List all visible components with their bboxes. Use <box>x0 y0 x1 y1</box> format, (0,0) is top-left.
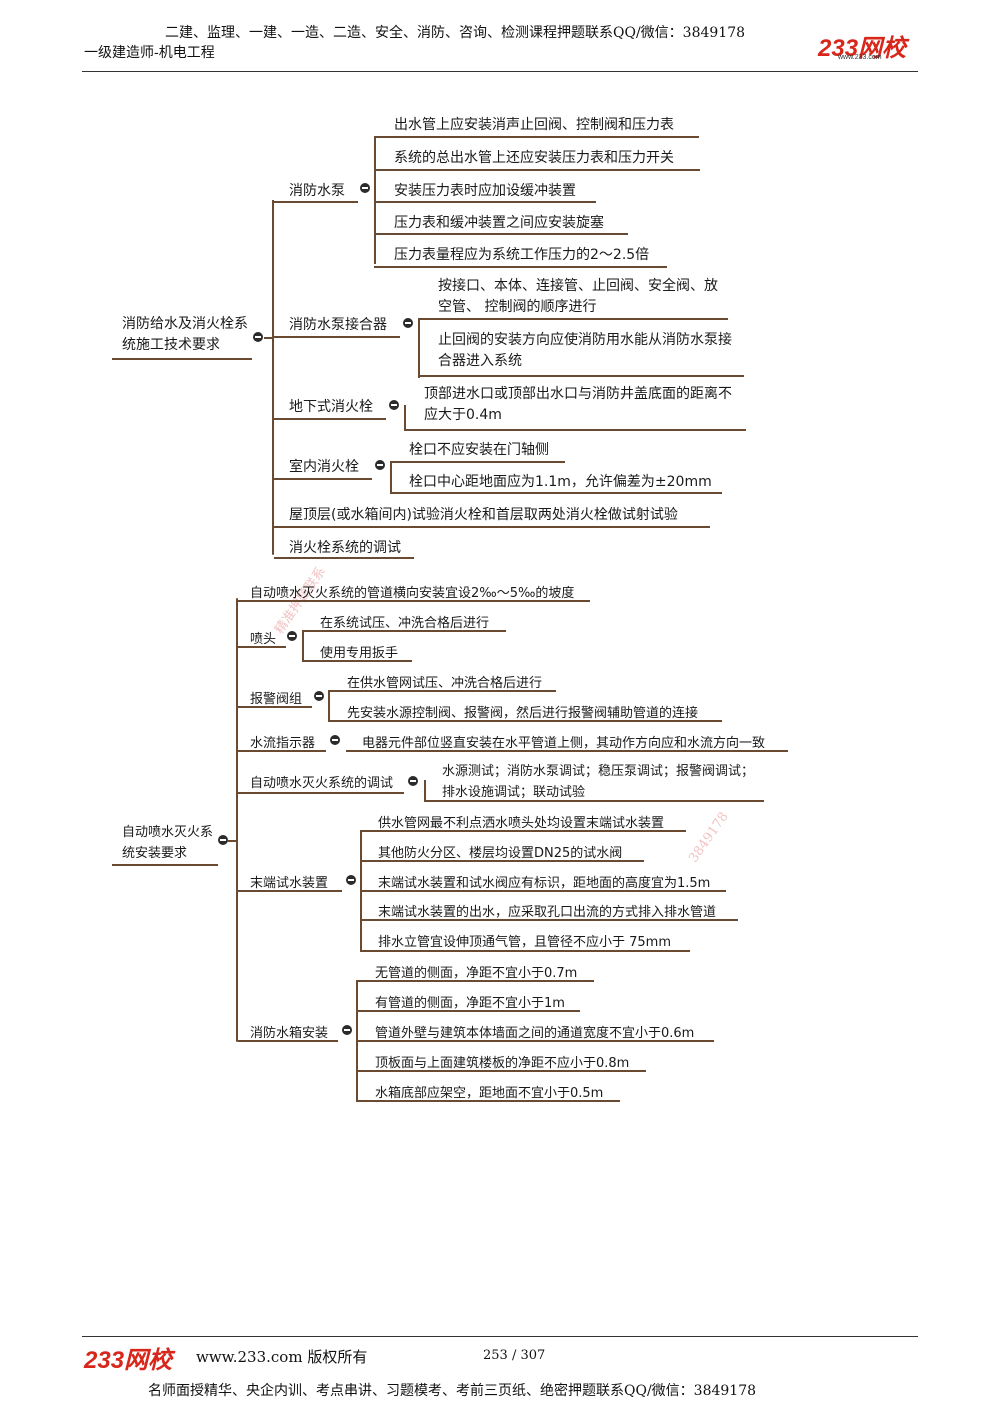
header-banner-text: 二建、监理、一建、一造、二造、安全、消防、咨询、检测课程押题联系QQ/微信：38… <box>165 25 746 41</box>
collapse-icon[interactable] <box>375 460 385 470</box>
collapse-icon[interactable] <box>389 400 399 410</box>
footer-logo: 233网校 <box>84 1347 173 1374</box>
leaf-item: 止回阀的安装方向应使消防用水能从消防水泵接合器进入系统 <box>438 332 732 369</box>
mindmap-root: 自动喷水灭火系统安装要求 <box>122 825 214 861</box>
leaf-item: 有管道的侧面，净距不宜小于1m <box>375 996 565 1011</box>
leaf-item: 在系统试压、冲洗合格后进行 <box>320 616 490 631</box>
leaf-item: 压力表和缓冲装置之间应安装旋塞 <box>394 215 604 231</box>
collapse-icon[interactable] <box>314 691 324 701</box>
branch-label: 消火栓系统的调试 <box>289 540 401 556</box>
leaf-item: 在供水管网试压、冲洗合格后进行 <box>347 676 543 691</box>
collapse-icon[interactable] <box>287 631 297 641</box>
branch-label: 室内消火栓 <box>289 459 359 475</box>
mindmap-root: 消防给水及消火栓系统施工技术要求 <box>122 316 248 353</box>
leaf-item: 出水管上应安装消声止回阀、控制阀和压力表 <box>394 117 674 133</box>
leaf-item: 无管道的侧面，净距不宜小于0.7m <box>375 966 578 981</box>
collapse-icon[interactable] <box>342 1025 352 1035</box>
footer-banner-text: 名师面授精华、央企内训、考点串讲、习题模考、考前三页纸、绝密押题联系QQ/微信：… <box>148 1383 757 1399</box>
leaf-item: 排水立管宜设伸顶通气管，且管径不应小于 75mm <box>378 935 672 950</box>
leaf-item: 顶部进水口或顶部出水口与消防井盖底面的距离不应大于0.4m <box>424 386 732 423</box>
leaf-item: 栓口不应安装在门轴侧 <box>409 442 549 458</box>
watermark: 3849178 <box>686 809 732 866</box>
leaf-item: 按接口、本体、连接管、止回阀、安全阀、放空管、 控制阀的顺序进行 <box>438 278 718 315</box>
leaf-item: 水源测试；消防水泵调试；稳压泵调试；报警阀调试；排水设施调试；联动试验 <box>442 764 755 800</box>
branch-label: 报警阀组 <box>250 692 303 707</box>
collapse-icon[interactable] <box>360 183 370 193</box>
collapse-icon[interactable] <box>218 835 228 845</box>
leaf-item: 系统的总出水管上还应安装压力表和压力开关 <box>394 150 674 166</box>
leaf-item: 先安装水源控制阀、报警阀，然后进行报警阀辅助管道的连接 <box>347 706 699 721</box>
branch-label: 地下式消火栓 <box>289 399 373 415</box>
leaf-item: 电器元件部位竖直安装在水平管道上侧，其动作方向应和水流方向一致 <box>362 736 766 751</box>
collapse-icon[interactable] <box>330 735 340 745</box>
header-logo-url: www.233.com <box>838 54 882 61</box>
leaf-item: 压力表量程应为系统工作压力的2～2.5倍 <box>394 247 650 263</box>
leaf-item: 末端试水装置和试水阀应有标识，距地面的高度宜为1.5m <box>378 876 711 891</box>
leaf-item: 供水管网最不利点洒水喷头处均设置末端试水装置 <box>378 816 665 831</box>
header-logo: 233网校 <box>818 35 907 62</box>
branch-label: 消防水箱安装 <box>250 1026 329 1041</box>
leaf-item: 使用专用扳手 <box>320 646 399 661</box>
leaf-item: 顶板面与上面建筑楼板的净距不应小于0.8m <box>375 1056 630 1071</box>
document-subtitle: 一级建造师-机电工程 <box>84 45 215 61</box>
page-number: 253 / 307 <box>483 1348 546 1363</box>
collapse-icon[interactable] <box>253 332 263 342</box>
branch-label: 自动喷水灭火系统的调试 <box>250 776 394 791</box>
header-divider <box>82 71 918 72</box>
footer-divider <box>82 1336 918 1337</box>
branch-label: 消防水泵 <box>289 183 345 199</box>
leaf-item: 栓口中心距地面应为1.1m，允许偏差为±20mm <box>409 474 712 490</box>
branch-label: 喷头 <box>250 632 277 647</box>
branch-label: 末端试水装置 <box>250 876 329 891</box>
leaf-item: 安装压力表时应加设缓冲装置 <box>394 183 576 199</box>
branch-label: 消防水泵接合器 <box>289 317 387 333</box>
leaf-item: 末端试水装置的出水，应采取孔口出流的方式排入排水管道 <box>378 905 717 920</box>
collapse-icon[interactable] <box>346 875 356 885</box>
footer-copyright: www.233.com 版权所有 <box>196 1348 368 1366</box>
leaf-item: 管道外壁与建筑本体墙面之间的通道宽度不宜小于0.6m <box>375 1026 695 1041</box>
leaf-item: 水箱底部应架空，距地面不宜小于0.5m <box>375 1086 604 1101</box>
collapse-icon[interactable] <box>403 318 413 328</box>
branch-label: 屋顶层(或水箱间内)试验消火栓和首层取两处消火栓做试射试验 <box>289 507 678 523</box>
collapse-icon[interactable] <box>408 776 418 786</box>
leaf-item: 其他防火分区、楼层均设置DN25的试水阀 <box>378 846 623 861</box>
branch-label: 水流指示器 <box>250 736 316 751</box>
branch-label: 自动喷水灭火系统的管道横向安装宜设2‰～5‰的坡度 <box>250 586 575 601</box>
